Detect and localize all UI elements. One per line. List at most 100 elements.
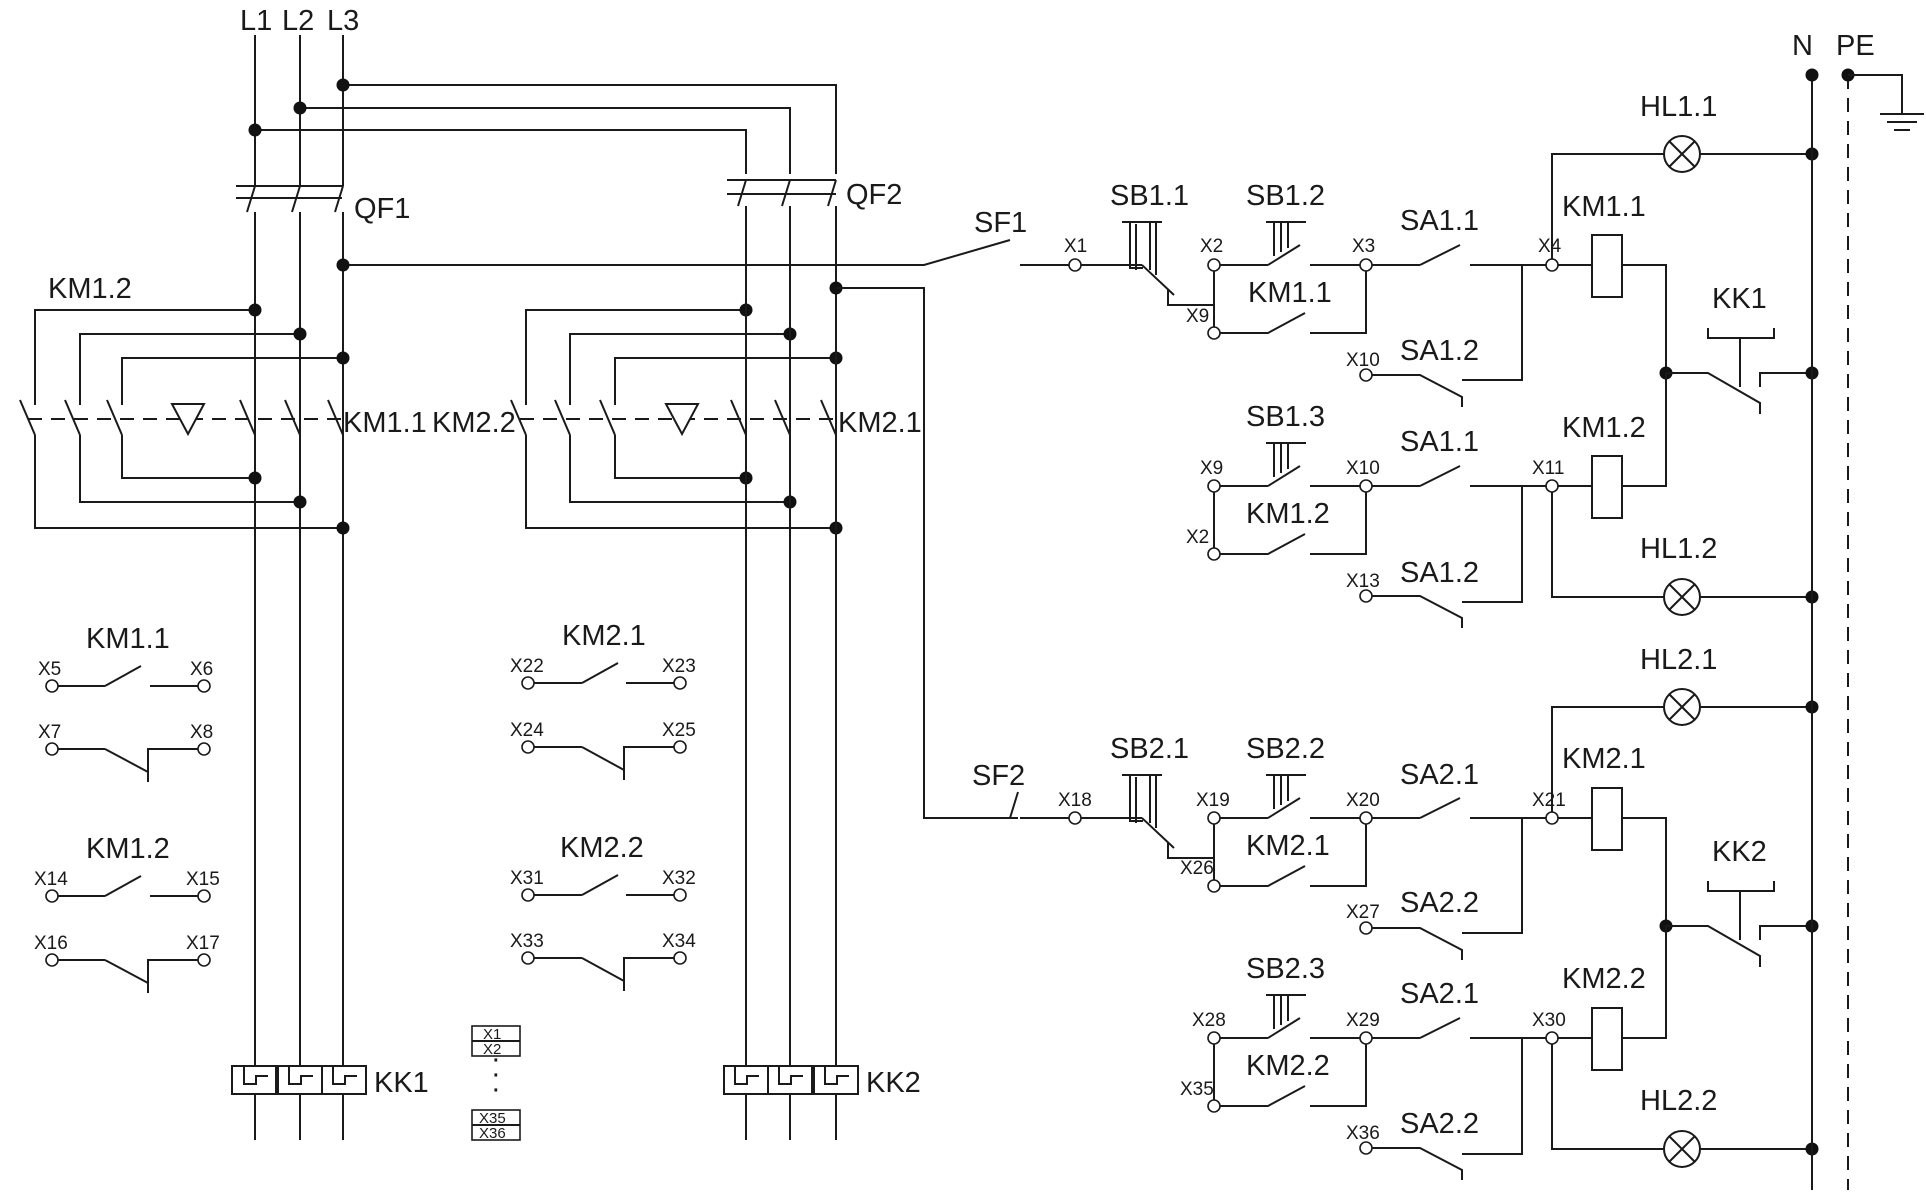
aux-km22-label: KM2.2: [560, 832, 644, 864]
km22-coil-label: KM2.2: [1562, 963, 1646, 995]
km22-holding-label: KM2.2: [1246, 1050, 1330, 1082]
block-dots-2: ·: [491, 1058, 501, 1090]
sa22-label: SA2.2: [1400, 887, 1479, 919]
terminal-x18: X18: [1058, 790, 1092, 811]
sb12-label: SB1.2: [1246, 180, 1325, 212]
block-x2: X2: [483, 1041, 501, 1058]
terminal-block-legend: [471, 1025, 521, 1141]
neutral-and-earth-buses: [1805, 68, 1924, 1190]
terminal-x1: X1: [1064, 236, 1087, 257]
terminal-x24: X24: [510, 720, 544, 741]
terminal-x2-b: X2: [1186, 527, 1209, 548]
terminal-x27: X27: [1346, 902, 1380, 923]
terminal-x26: X26: [1180, 858, 1214, 879]
control-circuit-1: [336, 135, 1819, 628]
hl21-label: HL2.1: [1640, 644, 1717, 676]
reversing-contactor-right: [510, 303, 843, 535]
km11-power-label: KM1.1: [343, 407, 427, 439]
terminal-x21: X21: [1532, 790, 1566, 811]
terminal-x30: X30: [1532, 1010, 1566, 1031]
terminal-x13: X13: [1346, 571, 1380, 592]
reversing-contactor-left: [19, 303, 350, 535]
block-x36: X36: [479, 1125, 506, 1142]
sb11-label: SB1.1: [1110, 180, 1189, 212]
block-dots-3: ·: [491, 1073, 501, 1105]
kk1-control-label: KK1: [1712, 283, 1767, 315]
km11-holding-label: KM1.1: [1248, 277, 1332, 309]
terminal-x10-b: X10: [1346, 458, 1380, 479]
terminal-x17: X17: [186, 933, 220, 954]
terminal-x9-b: X9: [1200, 458, 1223, 479]
km21-holding-label: KM2.1: [1246, 830, 1330, 862]
sb21-label: SB2.1: [1110, 733, 1189, 765]
terminal-x15: X15: [186, 869, 220, 890]
phase-l1-label: L1: [240, 5, 272, 37]
block-dots-1: ·: [491, 1043, 501, 1075]
terminal-x22: X22: [510, 656, 544, 677]
sf2-label: SF2: [972, 760, 1025, 792]
block-x35: X35: [479, 1110, 506, 1127]
terminal-x9: X9: [1186, 306, 1209, 327]
sa12-b-label: SA1.2: [1400, 557, 1479, 589]
terminal-x20: X20: [1346, 790, 1380, 811]
sa12-label: SA1.2: [1400, 335, 1479, 367]
terminal-x5: X5: [38, 659, 61, 680]
kk1-power-label: KK1: [374, 1067, 429, 1099]
earth-label: PE: [1836, 30, 1875, 62]
power-lines-left: [248, 35, 837, 1140]
terminal-x8: X8: [190, 722, 213, 743]
power-lines-right: [745, 206, 837, 1140]
terminal-x16: X16: [34, 933, 68, 954]
km22-power-label: KM2.2: [432, 407, 516, 439]
hl22-label: HL2.2: [1640, 1085, 1717, 1117]
terminal-x11: X11: [1532, 458, 1564, 479]
terminal-x4: X4: [1538, 236, 1562, 257]
sa11-b-label: SA1.1: [1400, 426, 1479, 458]
terminal-x29: X29: [1346, 1010, 1380, 1031]
km12-coil-label: KM1.2: [1562, 412, 1646, 444]
control-circuit-2: [829, 281, 1819, 1180]
aux-km12-label: KM1.2: [86, 833, 170, 865]
breaker-qf2: [727, 174, 853, 207]
aux-km11-label: KM1.1: [86, 623, 170, 655]
aux-contacts-km1: [45, 665, 211, 993]
terminal-x19: X19: [1196, 790, 1230, 811]
terminal-x36: X36: [1346, 1123, 1380, 1144]
sa11-label: SA1.1: [1400, 205, 1479, 237]
phase-l2-label: L2: [282, 5, 314, 37]
terminal-x14: X14: [34, 869, 68, 890]
aux-km21-label: KM2.1: [562, 620, 646, 652]
terminal-x3: X3: [1352, 236, 1375, 257]
sb23-label: SB2.3: [1246, 953, 1325, 985]
terminal-x23: X23: [662, 656, 696, 677]
overload-relay-kk1: [231, 1065, 367, 1095]
sa21-label: SA2.1: [1400, 759, 1479, 791]
terminal-x10: X10: [1346, 350, 1380, 371]
hl11-label: HL1.1: [1640, 91, 1717, 123]
neutral-label: N: [1792, 30, 1813, 62]
terminal-x2: X2: [1200, 236, 1223, 257]
breaker-qf1: [236, 185, 362, 213]
sa21-b-label: SA2.1: [1400, 978, 1479, 1010]
sa22-b-label: SA2.2: [1400, 1108, 1479, 1140]
hl12-label: HL1.2: [1640, 533, 1717, 565]
terminal-x6: X6: [190, 659, 213, 680]
sf1-label: SF1: [974, 207, 1027, 239]
qf1-label: QF1: [354, 193, 410, 225]
km12-power-label: KM1.2: [48, 273, 132, 305]
km21-power-label: KM2.1: [838, 407, 922, 439]
terminal-x32: X32: [662, 868, 696, 889]
terminal-x25: X25: [662, 720, 696, 741]
phase-l3-label: L3: [327, 5, 359, 37]
km21-coil-label: KM2.1: [1562, 743, 1646, 775]
terminal-x34: X34: [662, 931, 696, 952]
terminal-x7: X7: [38, 722, 61, 743]
km12-holding-label: KM1.2: [1246, 498, 1330, 530]
block-x1: X1: [483, 1026, 501, 1043]
kk2-control-label: KK2: [1712, 836, 1767, 868]
terminal-x33: X33: [510, 931, 544, 952]
sb13-label: SB1.3: [1246, 401, 1325, 433]
aux-contacts-km2: [521, 662, 687, 991]
qf2-label: QF2: [846, 179, 902, 211]
